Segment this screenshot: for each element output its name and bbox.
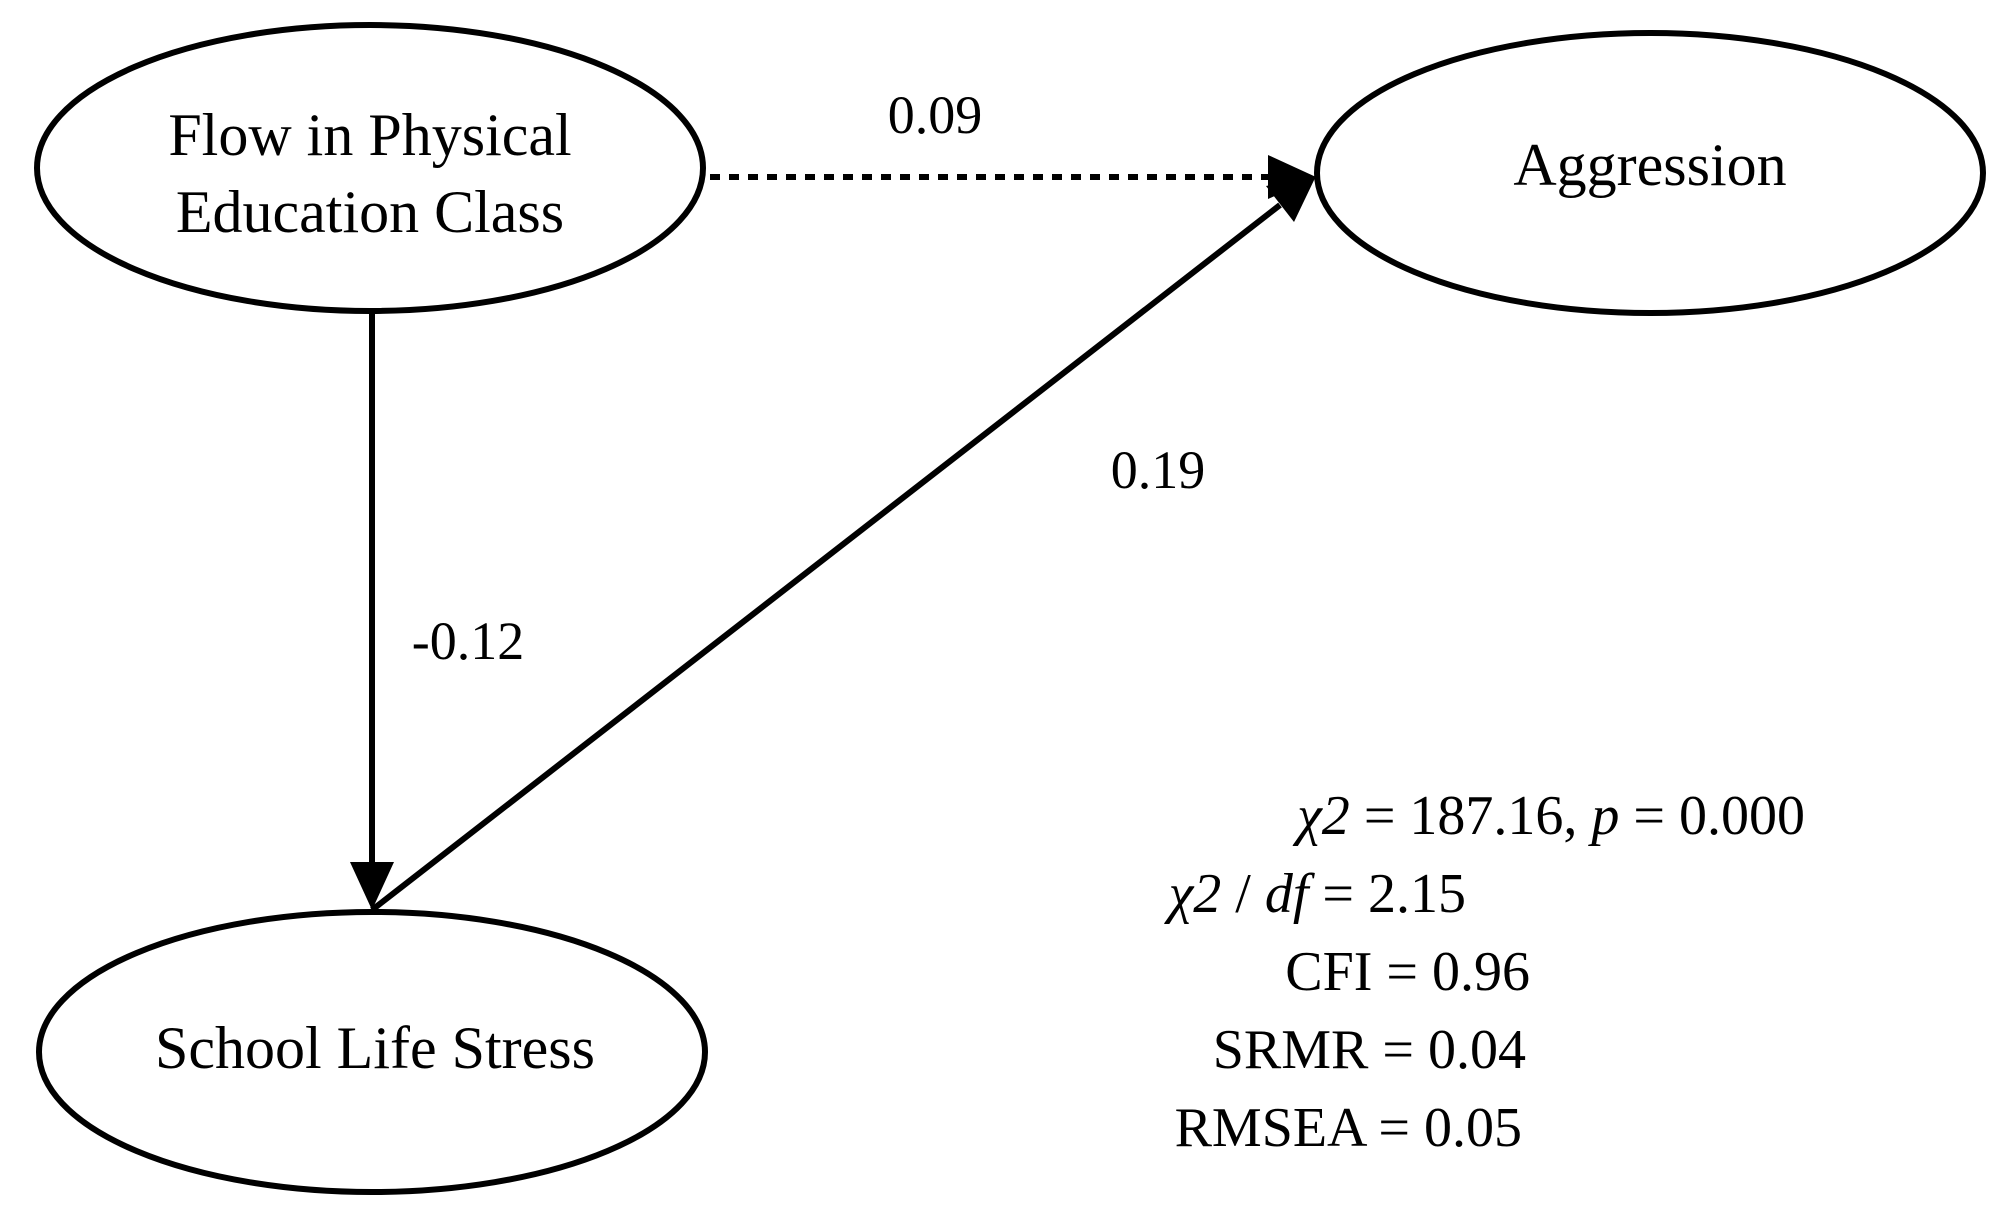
node-stress-ellipse xyxy=(36,909,708,1195)
fit-rmsea-line: RMSEA = 0.05 xyxy=(1175,1097,1522,1159)
fit-chi2-line: χ2 = 187.16, p = 0.000 xyxy=(1199,785,1875,847)
chi2df-value: = 2.15 xyxy=(1308,863,1466,925)
node-stress: School Life Stress xyxy=(36,909,708,1195)
node-aggression-label: Aggression xyxy=(1513,132,1786,198)
coef-flow-to-aggression: 0.09 xyxy=(888,85,983,145)
coef-stress-to-aggression: 0.19 xyxy=(1111,440,1206,500)
chi2-value: = 187.16, xyxy=(1350,785,1592,847)
node-stress-label: School Life Stress xyxy=(155,1015,595,1081)
node-aggression: Aggression xyxy=(1314,30,1986,316)
fit-indices: χ2 = 187.16, p = 0.000 χ2 / df = 2.15 CF… xyxy=(1071,785,1875,1159)
node-flow-ellipse xyxy=(34,22,706,314)
node-flow: Flow in Physical Education Class xyxy=(34,22,706,314)
fit-srmr-line: SRMR = 0.04 xyxy=(1213,1019,1526,1081)
arrowhead-stress-to-aggression xyxy=(1266,176,1316,222)
df-symbol: df xyxy=(1265,863,1316,925)
path-stress-to-aggression xyxy=(370,202,1282,913)
fit-cfi-line: CFI = 0.96 xyxy=(1285,941,1530,1003)
chi2-symbol: χ2 xyxy=(1292,785,1350,847)
node-aggression-ellipse xyxy=(1314,30,1986,316)
node-flow-label-line1: Flow in Physical xyxy=(168,102,571,168)
fit-chi2df-line: χ2 / df = 2.15 xyxy=(1071,863,1536,925)
node-flow-label-line2: Education Class xyxy=(176,179,564,245)
arrowhead-flow-to-stress xyxy=(350,862,394,910)
p-value: = 0.000 xyxy=(1619,785,1805,847)
chi2df-slash: / xyxy=(1221,863,1265,925)
p-symbol: p xyxy=(1587,785,1619,847)
coef-flow-to-stress: -0.12 xyxy=(412,611,524,671)
edges xyxy=(350,155,1316,913)
chi2df-chi2-symbol: χ2 xyxy=(1164,863,1222,925)
